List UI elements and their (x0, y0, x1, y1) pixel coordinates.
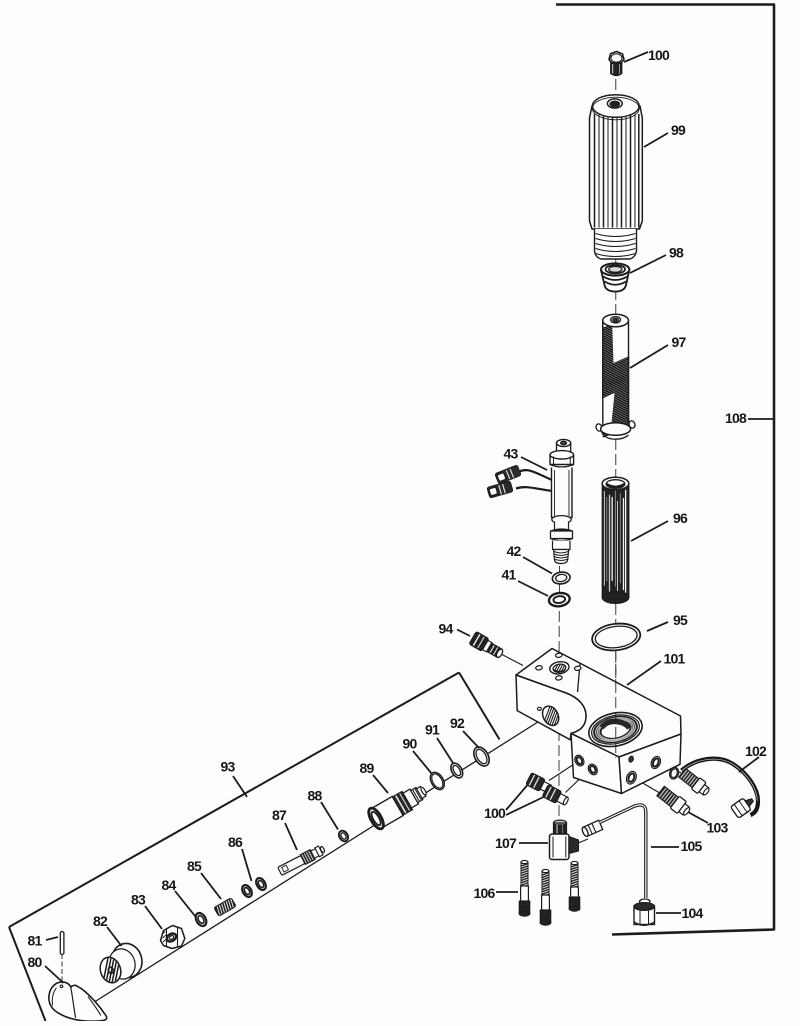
svg-text:87: 87 (272, 807, 287, 823)
svg-text:90: 90 (403, 735, 418, 751)
svg-text:93: 93 (221, 758, 236, 774)
svg-text:88: 88 (308, 787, 323, 803)
svg-text:104: 104 (682, 905, 704, 921)
svg-text:85: 85 (187, 858, 202, 874)
svg-text:89: 89 (360, 760, 375, 776)
svg-text:91: 91 (425, 721, 440, 737)
svg-text:43: 43 (504, 445, 519, 461)
svg-text:99: 99 (671, 122, 686, 138)
svg-text:82: 82 (93, 913, 108, 929)
svg-text:41: 41 (502, 566, 517, 582)
svg-text:83: 83 (131, 891, 146, 907)
svg-text:101: 101 (664, 650, 686, 666)
svg-text:107: 107 (495, 835, 517, 851)
svg-text:97: 97 (672, 334, 687, 350)
svg-text:95: 95 (673, 612, 688, 628)
svg-text:102: 102 (745, 743, 767, 759)
svg-text:100: 100 (648, 47, 670, 63)
svg-text:80: 80 (28, 954, 43, 970)
svg-text:84: 84 (162, 877, 177, 893)
svg-text:86: 86 (228, 834, 243, 850)
svg-text:105: 105 (681, 838, 703, 854)
svg-text:103: 103 (707, 819, 729, 835)
svg-text:94: 94 (439, 620, 454, 636)
svg-text:98: 98 (669, 244, 684, 260)
svg-text:81: 81 (28, 932, 43, 948)
svg-text:100: 100 (484, 805, 506, 821)
svg-text:42: 42 (507, 543, 522, 559)
svg-text:108: 108 (725, 410, 747, 426)
svg-text:106: 106 (474, 885, 496, 901)
svg-text:96: 96 (673, 510, 688, 526)
svg-text:92: 92 (450, 715, 465, 731)
